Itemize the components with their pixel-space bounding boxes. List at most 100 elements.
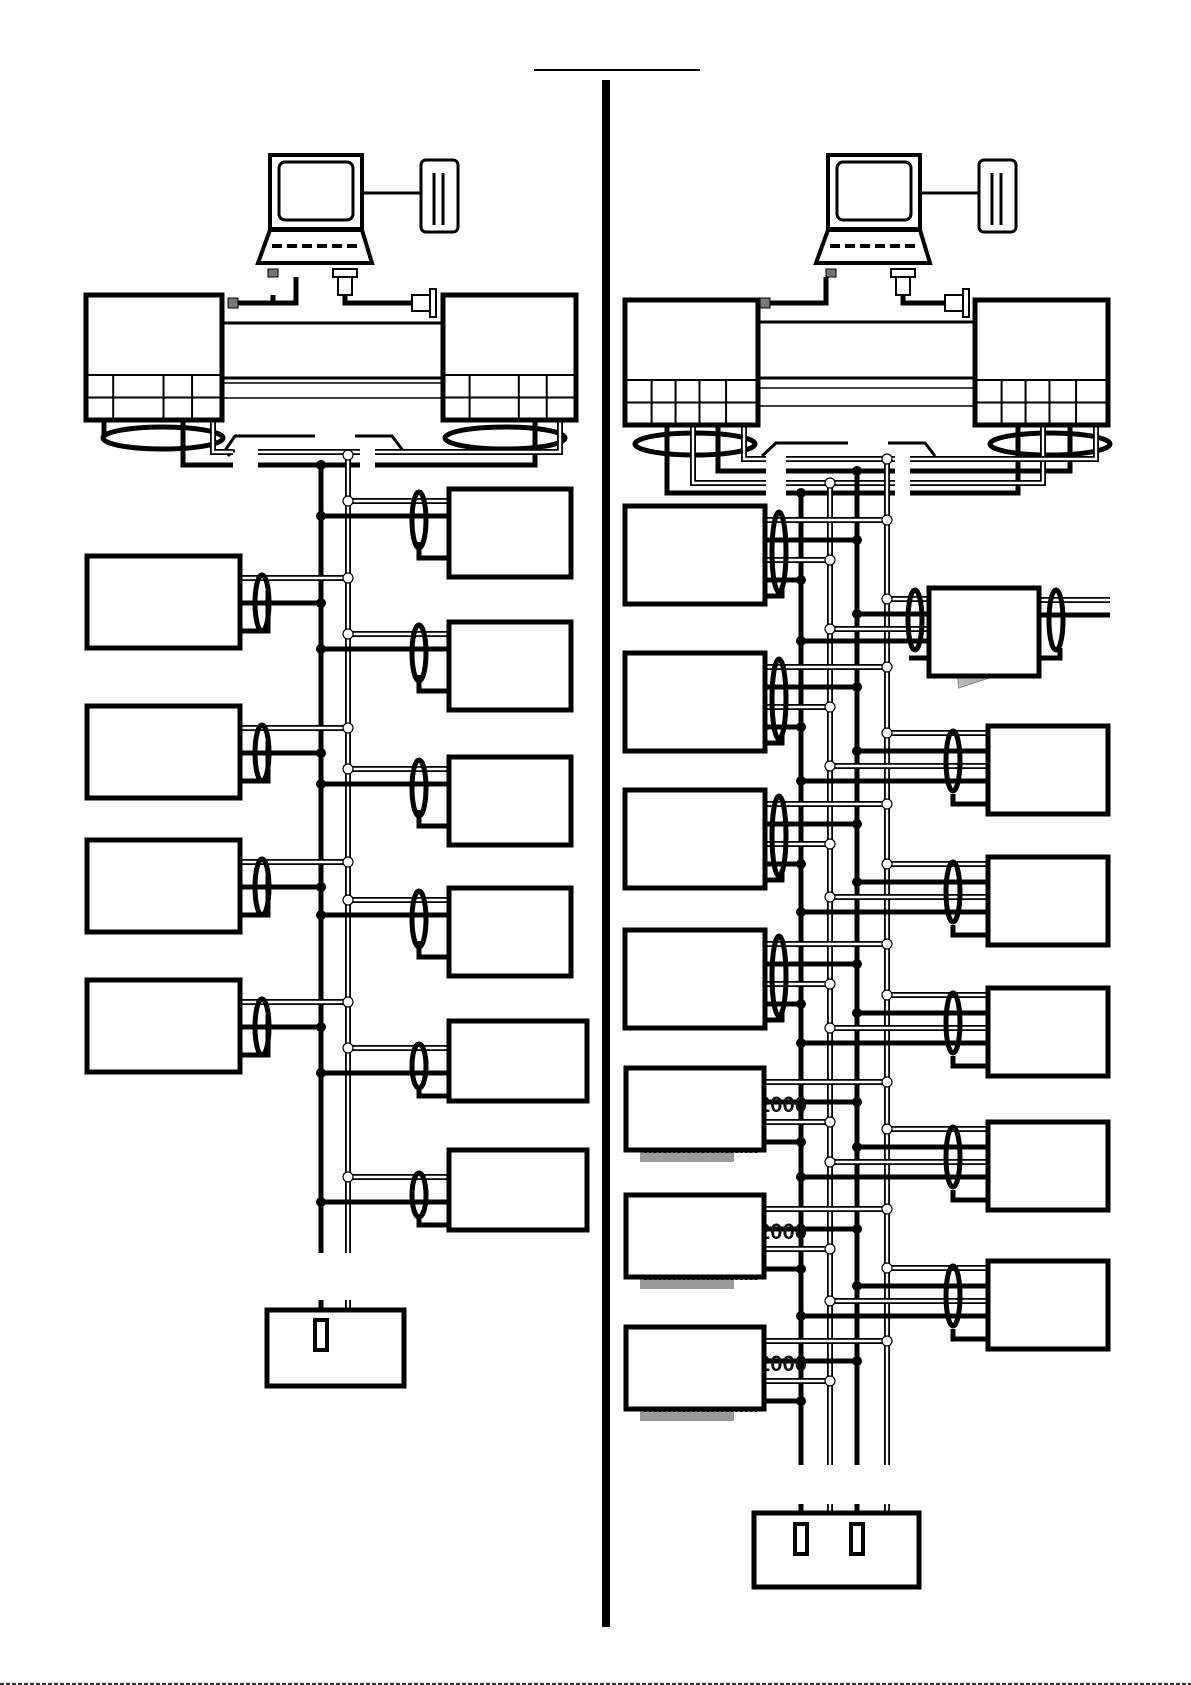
shield-junction [881,727,893,739]
io-module-frame [84,703,243,801]
junction-dot [316,460,326,470]
interface-frame [972,297,1111,428]
shield-junction [881,1076,893,1088]
shield-wire-core [211,422,233,454]
shield-junction [824,838,836,850]
bus-wire [950,794,988,807]
bus-wire [180,422,233,468]
junction-dot [796,907,806,917]
junction-dot [796,636,806,646]
twisted-pair-ring [442,424,568,452]
db9-connector-icon [944,288,970,318]
twisted-pair-ring [409,1041,429,1091]
db9-connector-icon [411,288,437,318]
shield-junction [824,1022,836,1034]
bus-wire [910,425,1073,474]
shield-junction [342,856,354,868]
controller-frame [446,619,574,713]
usb-plug-icon [825,268,837,278]
junction-dot [852,466,862,476]
db9-flange [962,288,970,318]
shield-junction [881,593,893,605]
shield-junction [824,891,836,903]
shield-junction [824,1295,836,1307]
twisted-pair-ring [409,1170,429,1220]
twisted-pair-ring [409,757,429,819]
shield-junction [824,1375,836,1387]
junction-dot [852,746,862,756]
twisted-pair-ring [769,933,789,1019]
shield-junction [881,798,893,810]
controller-frame [446,885,574,979]
junction-dot [852,877,862,887]
bus-wire [416,1216,449,1228]
io-module-frame [622,787,768,891]
junction-dot [852,682,862,692]
shield-junction [824,554,836,566]
tower-icon [977,158,1018,234]
multiplexer-frame [623,1065,767,1153]
shield-junction [881,453,893,465]
arrow-left-icon [760,441,848,458]
usb-plug-icon [227,297,239,309]
arrow-right-icon [888,441,937,457]
bus-wire [765,733,785,746]
shield-junction [342,1171,354,1183]
tower-case [977,158,1018,234]
twisted-pair-ring [943,990,963,1056]
io-module-frame [84,977,243,1075]
junction-dot [796,1172,806,1182]
junction-dot [316,644,326,654]
laptop-screen [277,160,355,222]
resistor-icon [313,1318,329,1352]
bus-wire [765,870,785,883]
junction-dot [852,1142,862,1152]
twisted-pair-ring [252,996,272,1058]
interface-frame [440,292,579,423]
controller-frame [985,723,1111,817]
twisted-pair-ring [252,722,272,784]
serial-plug-icon [890,268,916,278]
shield-junction [881,938,893,950]
junction-dot [316,910,326,920]
converter-frame [622,297,761,428]
shield-junction [824,477,836,489]
controller-frame [985,1258,1111,1352]
controller-frame [985,854,1111,948]
twisted-pair-ring [252,572,272,634]
bus-wire [950,925,988,938]
shield-junction [881,989,893,1001]
junction-dot [316,1068,326,1078]
twisted-pair-ring [769,793,789,879]
shield-junction [881,1123,893,1135]
twisted-pair-ring [1046,587,1066,653]
junction-dot [796,1396,806,1406]
junction-dot [852,1097,862,1107]
laptop-keyboard [813,228,933,265]
twisted-pair-ring [943,728,963,794]
io-module-frame [84,837,243,935]
junction-dot [316,598,326,608]
io-module-frame [84,553,243,651]
shield-wire-core [910,425,1098,461]
bus-wire [664,425,766,496]
bus-wire [910,425,1021,496]
junction-dot [852,1356,862,1366]
twisted-pair-ring [252,856,272,918]
junction-dot [852,1281,862,1291]
twisted-pair-ring [987,430,1113,458]
controller-frame [985,1119,1111,1213]
shield-junction [342,572,354,584]
shield-wire-core [375,422,562,454]
bus-wire [416,1087,449,1099]
laptop-icon [813,153,933,296]
shield-junction [824,1116,836,1128]
shield-junction [342,449,354,461]
junction-dot [316,882,326,892]
shield-wire-core [742,425,766,461]
laptop-keyboard [255,228,375,265]
db9-flange [429,288,437,318]
terminator-box [264,1307,407,1389]
shield-junction [342,495,354,507]
bus-wire [770,277,829,306]
